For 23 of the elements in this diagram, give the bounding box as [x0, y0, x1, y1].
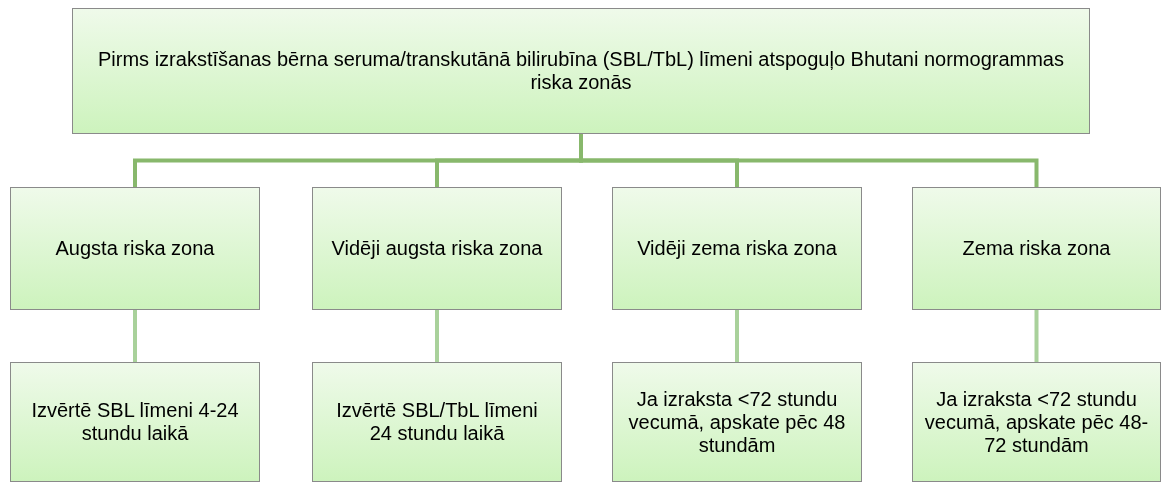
- box-text: Pirms izrakstīšanas bērna seruma/transkutānā bilirubīna (SBL/TbL) līmeni atspoguļo Bhutani normogrammas riska zonās: [97, 48, 1065, 94]
- zone-box: [10, 362, 260, 482]
- box-text: Zema riska zona: [962, 237, 1111, 260]
- zone-box: [912, 187, 1161, 310]
- connector-line: [1034, 310, 1039, 362]
- zone-box: [312, 362, 562, 482]
- zone-box: [612, 187, 862, 310]
- box-text: Ja izraksta <72 stundu vecumā, apskate pēc 48 stundām: [627, 387, 847, 457]
- zone-box: [312, 187, 562, 310]
- box-text: Izvērtē SBL līmeni 4-24 stundu laikā: [30, 399, 240, 445]
- zone-box: [612, 362, 862, 482]
- connector-line: [435, 310, 439, 362]
- zone-box: [912, 362, 1161, 482]
- connector-line: [735, 310, 739, 362]
- box-text: Vidēji augsta riska zona: [331, 237, 543, 260]
- box-text: Ja izraksta <72 stundu vecumā, apskate pēc 48-72 stundām: [923, 387, 1150, 457]
- connector-line: [579, 134, 1039, 187]
- box-text: Vidēji zema riska zona: [637, 237, 837, 260]
- connector-line: [133, 310, 137, 362]
- box-text: Augsta riska zona: [55, 237, 215, 260]
- zone-box: [10, 187, 260, 310]
- box-text: Izvērtē SBL/TbL līmeni 24 stundu laikā: [335, 399, 539, 445]
- root-box: [72, 8, 1090, 134]
